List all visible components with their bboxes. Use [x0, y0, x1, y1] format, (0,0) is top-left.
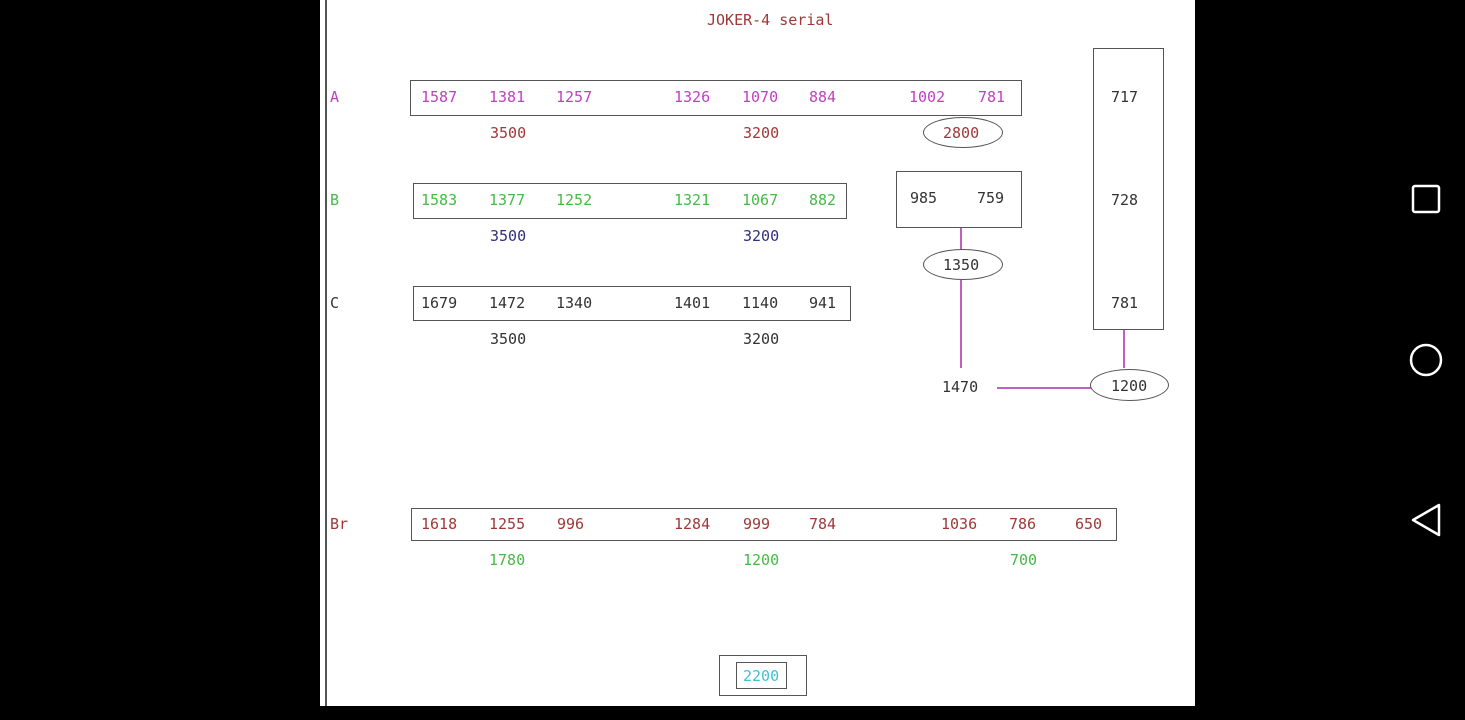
row-c-value: 1679	[421, 294, 458, 312]
row-a-value: 1002	[909, 88, 946, 106]
row-b-value: 882	[809, 191, 837, 209]
connector-line	[960, 280, 962, 368]
connector-line	[960, 228, 962, 250]
row-br-value: 786	[1009, 515, 1037, 533]
row-b-value: 1377	[489, 191, 526, 209]
side-box-value: 759	[977, 189, 1005, 207]
row-b-value: 1583	[421, 191, 458, 209]
connector-line	[997, 387, 1091, 389]
column-oval-value: 1200	[1111, 377, 1148, 395]
diagram-title: JOKER-4 serial	[707, 11, 834, 29]
column-box	[1093, 48, 1164, 330]
row-a-sub: 3200	[743, 124, 780, 142]
row-c-box	[413, 286, 851, 321]
row-a-box	[410, 80, 1022, 116]
row-br-sub: 1200	[743, 551, 780, 569]
row-a-value: 1326	[674, 88, 711, 106]
row-br-value: 1284	[674, 515, 711, 533]
row-c-value: 1472	[489, 294, 526, 312]
row-c-sub: 3200	[743, 330, 780, 348]
row-label-c: C	[330, 294, 340, 312]
row-b-sub: 3200	[743, 227, 780, 245]
row-br-value: 784	[809, 515, 837, 533]
bottom-outer-box	[719, 655, 807, 696]
sheet-left-border	[325, 0, 327, 706]
row-c-sub: 3500	[490, 330, 527, 348]
connector-line	[1123, 330, 1125, 368]
row-a-value: 884	[809, 88, 837, 106]
row-b-value: 1321	[674, 191, 711, 209]
row-c-value: 1340	[556, 294, 593, 312]
row-br-value: 996	[557, 515, 585, 533]
circle-icon[interactable]	[1408, 342, 1444, 378]
bottom-inner-box	[736, 662, 787, 689]
row-a-value: 1381	[489, 88, 526, 106]
joint-value: 1470	[942, 378, 979, 396]
row-a-value: 781	[978, 88, 1006, 106]
diagram-sheet	[320, 0, 1195, 706]
row-br-box	[411, 508, 1117, 541]
row-br-sub: 700	[1010, 551, 1038, 569]
row-label-br: Br	[330, 515, 349, 533]
row-c-value: 1140	[742, 294, 779, 312]
bottom-box-value: 2200	[743, 667, 780, 685]
column-box-value: 728	[1111, 191, 1139, 209]
side-oval	[923, 249, 1003, 280]
column-box-value: 717	[1111, 88, 1139, 106]
side-box	[896, 171, 1022, 228]
row-b-box	[413, 183, 847, 219]
row-a-value: 1257	[556, 88, 593, 106]
row-br-sub: 1780	[489, 551, 526, 569]
row-label-b: B	[330, 191, 340, 209]
column-box-value: 781	[1111, 294, 1139, 312]
row-br-value: 1036	[941, 515, 978, 533]
row-a-value: 1070	[742, 88, 779, 106]
triangle-back-icon[interactable]	[1409, 502, 1443, 538]
row-label-a: A	[330, 88, 340, 106]
side-oval-value: 1350	[943, 256, 980, 274]
row-b-value: 1252	[556, 191, 593, 209]
row-br-value: 650	[1075, 515, 1103, 533]
row-a-value: 1587	[421, 88, 458, 106]
row-br-value: 1255	[489, 515, 526, 533]
row-a-oval-value: 2800	[943, 124, 980, 142]
row-c-value: 941	[809, 294, 837, 312]
side-box-value: 985	[910, 189, 938, 207]
column-oval	[1090, 369, 1169, 401]
row-a-oval	[923, 117, 1003, 148]
row-br-value: 999	[743, 515, 771, 533]
row-c-value: 1401	[674, 294, 711, 312]
row-br-value: 1618	[421, 515, 458, 533]
row-b-sub: 3500	[490, 227, 527, 245]
row-b-value: 1067	[742, 191, 779, 209]
row-a-sub: 3500	[490, 124, 527, 142]
square-icon[interactable]	[1411, 184, 1441, 214]
